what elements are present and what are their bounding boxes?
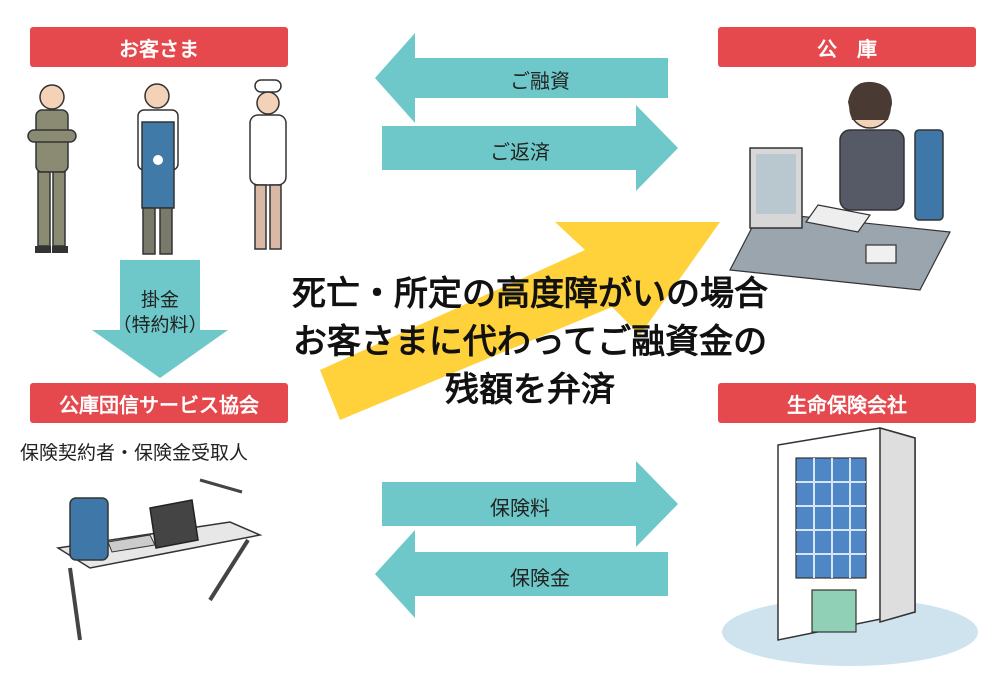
customer-illustration <box>27 79 287 255</box>
koko-label: 公 庫 <box>718 27 976 67</box>
cook-person-icon <box>249 79 287 250</box>
customer-label-text: お客さま <box>119 36 199 61</box>
repay-label: ご返済 <box>490 140 550 164</box>
center-message-line2: お客さまに代わってご融資金の <box>292 322 768 362</box>
premium-label: 保険料 <box>490 496 550 520</box>
association-label-text: 公庫団信サービス協会 <box>59 392 259 417</box>
association-role-text: 保険契約者・保険金受取人 <box>20 442 249 464</box>
claim-arrow <box>375 530 668 618</box>
customer-label: お客さま <box>30 27 288 67</box>
kakekin-arrow <box>92 260 228 378</box>
building-illustration <box>722 427 978 666</box>
insurer-label: 生命保険会社 <box>718 383 976 423</box>
tokuyakuryo-label: （特約料） <box>112 314 208 336</box>
office-worker-illustration <box>729 81 951 291</box>
loan-arrow <box>375 33 668 123</box>
repay-arrow <box>382 105 678 191</box>
big-yellow-arrow <box>320 222 720 420</box>
cafe-owner-person-icon <box>137 83 179 255</box>
worker-person-icon <box>27 84 77 253</box>
premium-arrow <box>382 461 678 547</box>
center-message-line3: 残額を弁済 <box>445 370 615 410</box>
koko-label-text: 公 庫 <box>817 36 877 61</box>
loan-label: ご融資 <box>510 69 570 93</box>
insurer-label-text: 生命保険会社 <box>787 392 907 417</box>
claim-label: 保険金 <box>510 566 570 590</box>
center-message-line1: 死亡・所定の高度障がいの場合 <box>292 274 768 314</box>
association-label: 公庫団信サービス協会 <box>30 383 288 423</box>
desk-illustration <box>55 478 263 641</box>
kakekin-label: 掛金 <box>140 289 179 311</box>
center-message: 死亡・所定の高度障がいの場合 お客さまに代わってご融資金の 残額を弁済 <box>280 270 780 414</box>
